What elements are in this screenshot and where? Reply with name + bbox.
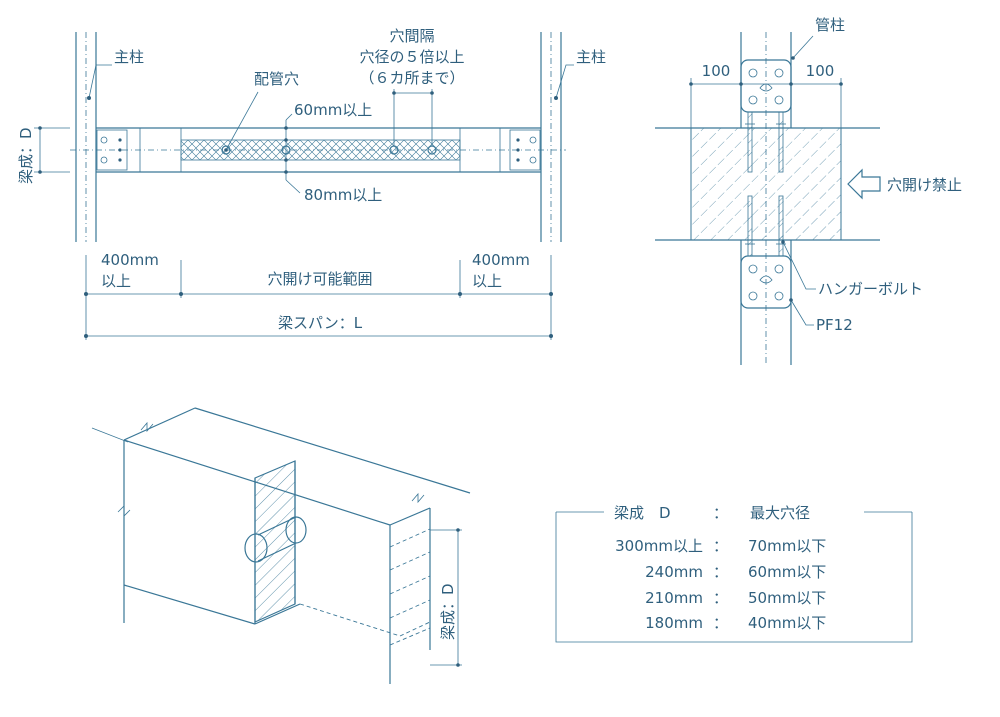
table-row-depth: 180mm (645, 614, 703, 632)
drillable-zone-hatch (180, 139, 461, 161)
main-column-right-label: 主柱 (576, 48, 606, 66)
right-end-dim-suffix: 以上 (472, 272, 502, 290)
table-row: 300mm以上 ： 70mm以下 (615, 537, 826, 555)
hanger-bolt-detail: 100 100 管柱 穴開け禁止 ハンガーボルト PF12 (655, 16, 962, 365)
bottom-clearance-label: 80mm以上 (304, 186, 382, 204)
right-end-dim-value: 400mm (472, 251, 530, 269)
table-row: 210mm ： 50mm以下 (645, 589, 826, 607)
table-row-sep: ： (713, 614, 728, 632)
table-row-depth: 210mm (645, 589, 703, 607)
table-row-sep: ： (713, 537, 728, 555)
iso-pipe (244, 516, 307, 563)
pipe-hole-label: 配管穴 (254, 70, 299, 88)
hanger-bolt-label: ハンガーボルト (818, 280, 923, 298)
iso-beam-view: 梁成：D (91, 407, 471, 684)
iso-hatched-cut (254, 460, 296, 623)
table-row-sep: ： (713, 589, 728, 607)
left-end-dim-suffix: 以上 (101, 272, 131, 290)
table-header-sep: ： (713, 504, 728, 522)
left-beam-connector (96, 129, 128, 171)
beam-span-label: 梁スパン：L (278, 314, 363, 332)
table-row: 180mm ： 40mm以下 (645, 614, 826, 632)
table-row: 240mm ： 60mm以下 (645, 563, 826, 581)
pipe-column-label: 管柱 (815, 16, 845, 34)
no-drilling-arrow (847, 168, 881, 200)
table-header-depth: 梁成 D (614, 504, 671, 522)
hole-spacing-limit: （６カ所まで） (359, 69, 464, 87)
hole-spacing-rule: 穴径の５倍以上 (359, 48, 464, 66)
upper-plate (740, 59, 792, 113)
table-row-max: 60mm以下 (748, 563, 826, 581)
left-main-column (75, 32, 97, 242)
table-row-depth: 300mm以上 (615, 537, 703, 555)
hole-spacing-title: 穴間隔 (389, 27, 434, 45)
top-clearance-label: 60mm以上 (294, 101, 372, 119)
main-column-left-label: 主柱 (114, 48, 144, 66)
right-beam-connector (509, 129, 541, 171)
right-main-column (540, 32, 562, 242)
beam-depth-label: 梁成：D (17, 127, 35, 184)
beam-elevation: 主柱 主柱 配管穴 穴間隔 穴径の５倍以上 （６カ所まで） 60mm以上 80m… (17, 27, 606, 340)
left-100-dim: 100 (702, 62, 731, 80)
table-row-sep: ： (713, 563, 728, 581)
right-100-dim: 100 (806, 62, 835, 80)
table-row-max: 40mm以下 (748, 614, 826, 632)
max-hole-table: 梁成 D ： 最大穴径 300mm以上 ： 70mm以下 240mm ： 60m… (555, 504, 913, 643)
table-row-depth: 240mm (645, 563, 703, 581)
table-row-max: 70mm以下 (748, 537, 826, 555)
table-header-max: 最大穴径 (750, 504, 810, 522)
hanger-bolts (745, 111, 786, 257)
lower-plate (740, 255, 792, 309)
iso-beam-depth-label: 梁成：D (439, 583, 457, 640)
left-end-dim-value: 400mm (101, 251, 159, 269)
drillable-zone-label: 穴開け可能範囲 (267, 270, 372, 288)
no-drilling-zone (690, 127, 842, 241)
no-drilling-label: 穴開け禁止 (887, 176, 962, 194)
table-row-max: 50mm以下 (748, 589, 826, 607)
plate-label: PF12 (816, 316, 853, 334)
